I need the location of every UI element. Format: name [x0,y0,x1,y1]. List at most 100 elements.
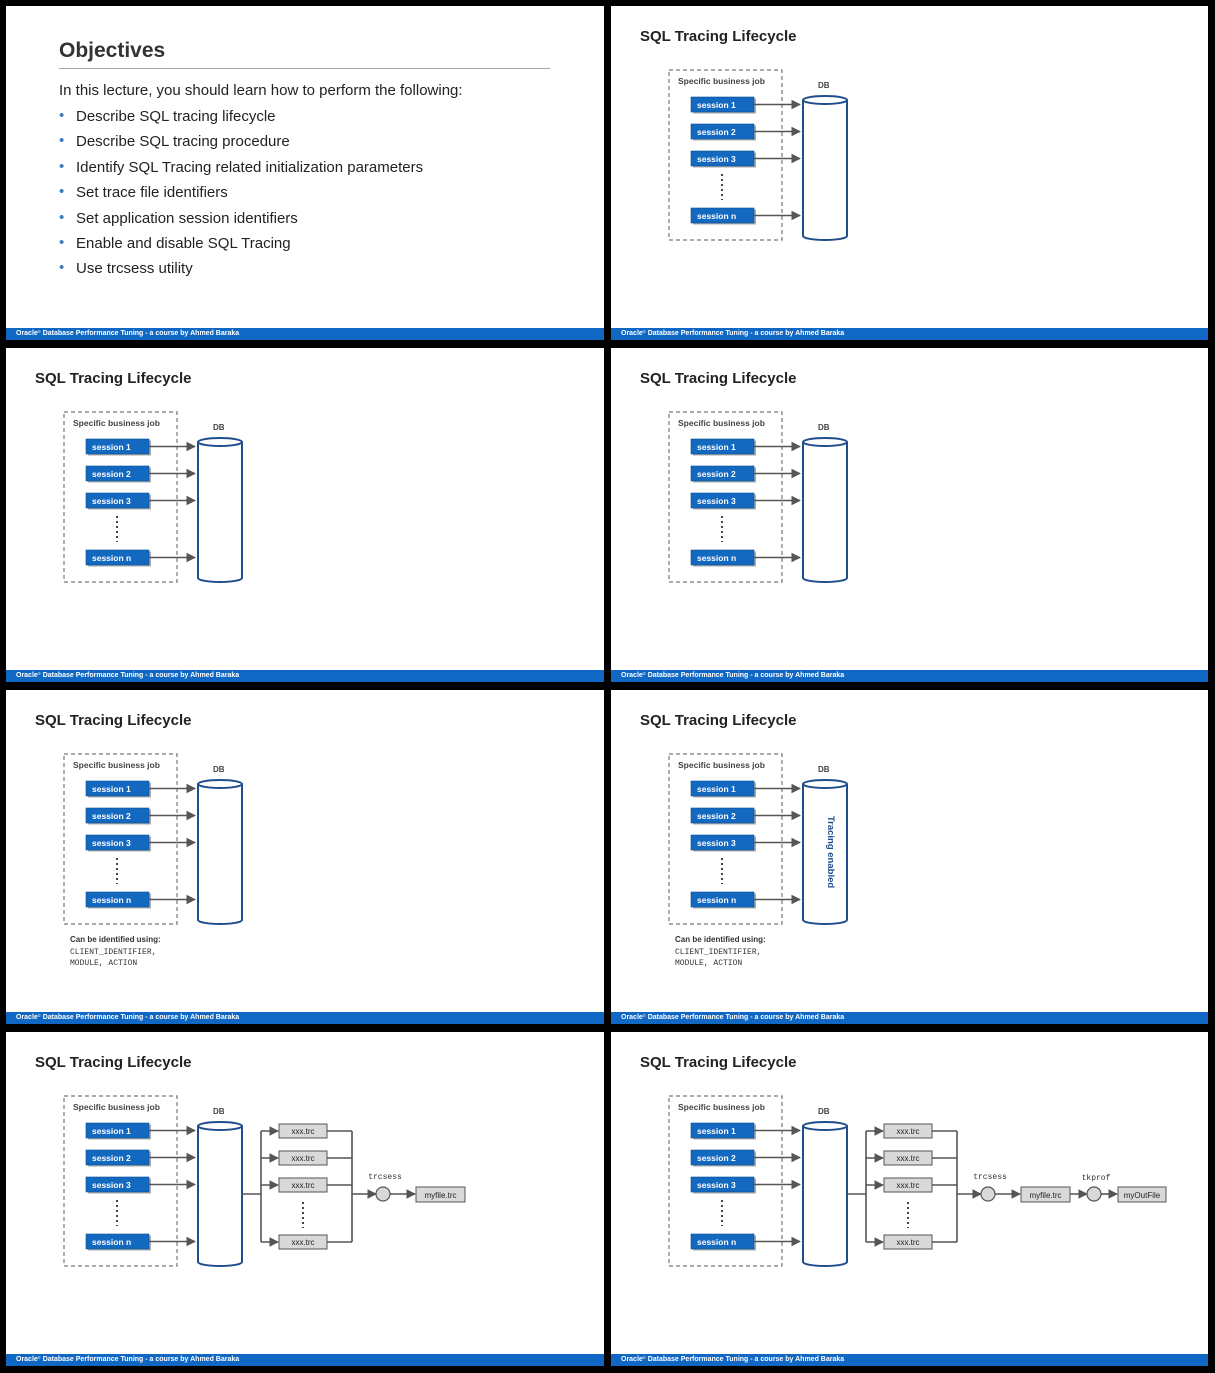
db-label: DB [818,1107,830,1116]
session-label: session n [697,895,736,905]
session-label: session n [92,1237,131,1247]
session-label: session 2 [697,811,736,821]
identify-identifiers: CLIENT_IDENTIFIER, [675,948,761,957]
trace-file-label: xxx.trc [291,1127,314,1136]
session-label: session 3 [697,1180,736,1190]
db-label: DB [818,423,830,432]
title-divider [59,68,550,69]
db-label: DB [213,765,225,774]
identify-identifiers: CLIENT_IDENTIFIER, [70,948,156,957]
bullet-icon: • [59,208,65,226]
footer-bar: Oracle© Database Performance Tuning - a … [6,670,604,682]
db-label: DB [818,81,830,90]
business-job-label: Specific business job [678,76,765,86]
db-label: DB [213,423,225,432]
footer-bar: Oracle© Database Performance Tuning - a … [611,1012,1208,1024]
session-label: session 1 [697,1126,736,1136]
db-cylinder [197,784,243,925]
tkprof-node [1086,1186,1102,1202]
db-cylinder [802,784,848,925]
footer-bar: Oracle© Database Performance Tuning - a … [6,1354,604,1366]
trcsess-node [980,1186,996,1202]
business-job-box [63,753,178,925]
business-job-label: Specific business job [73,1102,160,1112]
identify-label: Can be identified using: [675,935,766,944]
db-cylinder [802,1126,848,1267]
session-label: session 3 [92,838,131,848]
footer-bar: Oracle© Database Performance Tuning - a … [611,670,1208,682]
db-cylinder-top [802,95,848,105]
slide-title: SQL Tracing Lifecycle [35,1054,192,1071]
slide-title: SQL Tracing Lifecycle [640,1054,797,1071]
session-label: session 1 [697,100,736,110]
db-cylinder-top [802,1121,848,1131]
slide-title: SQL Tracing Lifecycle [640,712,797,729]
db-cylinder-top [197,779,243,789]
trace-file-label: xxx.trc [291,1154,314,1163]
slide-objectives: Objectives In this lecture, you should l… [6,6,604,340]
trace-file-label: xxx.trc [896,1154,919,1163]
outfile-label: myOutFile [1124,1191,1161,1200]
business-job-box [668,411,783,583]
session-label: session 2 [697,1153,736,1163]
business-job-box [63,1095,178,1267]
db-label: DB [818,765,830,774]
list-item: •Set trace file identifiers [59,183,228,202]
session-label: session 2 [92,811,131,821]
session-label: session 2 [697,469,736,479]
session-label: session 3 [697,496,736,506]
business-job-label: Specific business job [678,1102,765,1112]
session-label: session 2 [92,469,131,479]
footer-bar: Oracle© Database Performance Tuning - a … [611,328,1208,340]
session-label: session 2 [92,1153,131,1163]
list-item: •Enable and disable SQL Tracing [59,233,291,252]
session-label: session n [697,211,736,221]
myfile-label: myfile.trc [1030,1191,1062,1200]
list-item: •Use trcsess utility [59,259,193,278]
trace-file-label: xxx.trc [291,1181,314,1190]
trace-file-label: xxx.trc [896,1238,919,1247]
footer-bar: Oracle© Database Performance Tuning - a … [611,1354,1208,1366]
business-job-label: Specific business job [678,760,765,770]
slide-title: SQL Tracing Lifecycle [640,28,797,45]
outfile-box [1117,1186,1167,1203]
session-label: session 1 [92,784,131,794]
business-job-box [63,411,178,583]
session-label: session 3 [697,154,736,164]
business-job-label: Specific business job [73,760,160,770]
myfile-label: myfile.trc [425,1191,457,1200]
business-job-box [668,69,783,241]
objectives-list: •Describe SQL tracing lifecycle •Describ… [59,107,423,286]
business-job-label: Specific business job [73,418,160,428]
identify-label: Can be identified using: [70,935,161,944]
business-job-box [668,1095,783,1267]
business-job-label: Specific business job [678,418,765,428]
bullet-icon: • [59,132,65,150]
db-cylinder [197,1126,243,1267]
identify-identifiers: MODULE, ACTION [675,959,742,968]
slide-title: SQL Tracing Lifecycle [35,712,192,729]
trace-file-label: xxx.trc [896,1127,919,1136]
session-label: session 3 [697,838,736,848]
objectives-intro: In this lecture, you should learn how to… [59,82,463,99]
list-item: •Set application session identifiers [59,208,298,227]
identify-identifiers: MODULE, ACTION [70,959,137,968]
tracing-enabled-label: Tracing enabled [825,816,836,889]
db-cylinder [802,442,848,583]
list-item: •Describe SQL tracing procedure [59,132,290,151]
db-cylinder-top [802,437,848,447]
trace-file-label: xxx.trc [896,1181,919,1190]
session-label: session 3 [92,1180,131,1190]
db-cylinder-top [197,437,243,447]
footer-bar: Oracle© Database Performance Tuning - a … [6,1012,604,1024]
db-cylinder [802,100,848,241]
session-label: session n [92,553,131,563]
